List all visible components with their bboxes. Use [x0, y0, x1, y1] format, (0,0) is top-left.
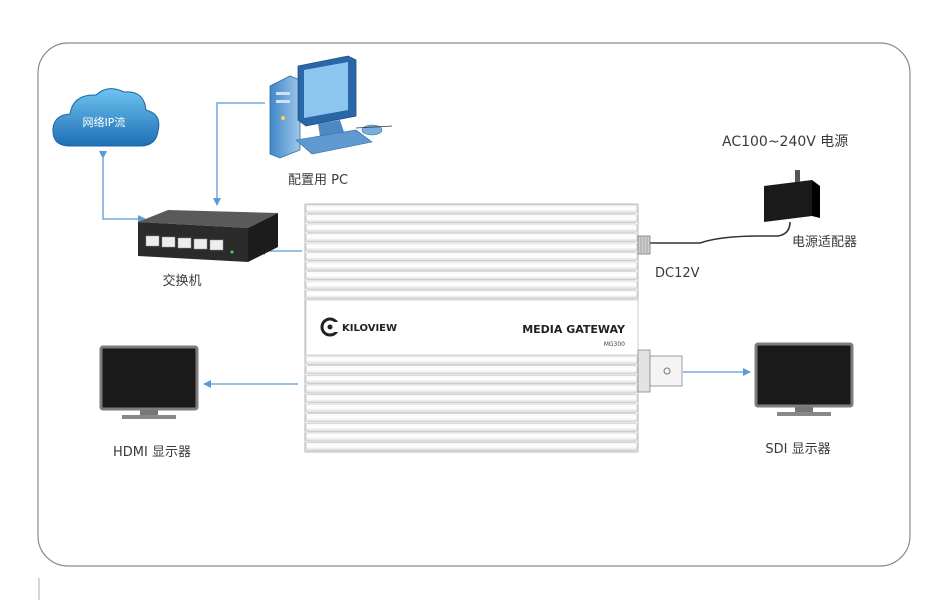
heat-fin — [305, 233, 638, 243]
heat-fin — [305, 355, 638, 365]
adapter-label: 电源适配器 — [792, 235, 857, 250]
device-brand: KILOVIEW — [342, 323, 397, 334]
device-model: MG300 — [604, 341, 625, 348]
device-product: MEDIA GATEWAY — [522, 323, 626, 336]
heat-fin — [305, 290, 638, 300]
power-label: AC100~240V 电源 — [722, 134, 848, 150]
heat-fin — [305, 442, 638, 452]
power-cable — [650, 221, 791, 244]
heat-fin — [305, 280, 638, 290]
pc-label: 配置用 PC — [288, 173, 348, 188]
heat-fin — [305, 432, 638, 442]
heat-fin — [305, 223, 638, 233]
heat-fin — [305, 261, 638, 271]
heat-fin — [305, 413, 638, 423]
bottom-heat-fins — [305, 355, 638, 452]
heat-fin — [305, 374, 638, 384]
network-switch-icon — [138, 210, 278, 262]
pc-switch-link — [213, 102, 265, 206]
heat-fin — [305, 384, 638, 394]
heat-fin — [305, 252, 638, 262]
cloud-switch-link — [99, 151, 146, 223]
hdmi-monitor-icon — [99, 345, 199, 419]
connection-lines — [99, 102, 751, 388]
heat-fin — [305, 214, 638, 224]
heat-fin — [305, 422, 638, 432]
sdi-label: SDI 显示器 — [765, 442, 830, 457]
heat-fin — [305, 403, 638, 413]
dc-label: DC12V — [655, 266, 700, 281]
media-gateway-device: KILOVIEW MEDIA GATEWAY MG300 — [304, 203, 683, 453]
switch-label: 交换机 — [162, 273, 201, 289]
cloud-icon: 网络IP流 — [52, 88, 160, 147]
heat-fin — [305, 242, 638, 252]
heat-fin — [305, 271, 638, 281]
sdi-monitor-icon — [754, 342, 854, 416]
hdmi-label: HDMI 显示器 — [113, 445, 191, 460]
power-adapter-icon — [764, 170, 820, 222]
heat-fin — [305, 394, 638, 404]
heat-fin — [305, 365, 638, 375]
cloud-label: 网络IP流 — [83, 115, 126, 129]
dc-connector-icon — [637, 235, 651, 255]
sdi-bnc-connector-icon — [637, 349, 683, 393]
pc-icon — [269, 55, 393, 159]
heat-fin — [305, 204, 638, 214]
top-heat-fins — [305, 204, 638, 300]
